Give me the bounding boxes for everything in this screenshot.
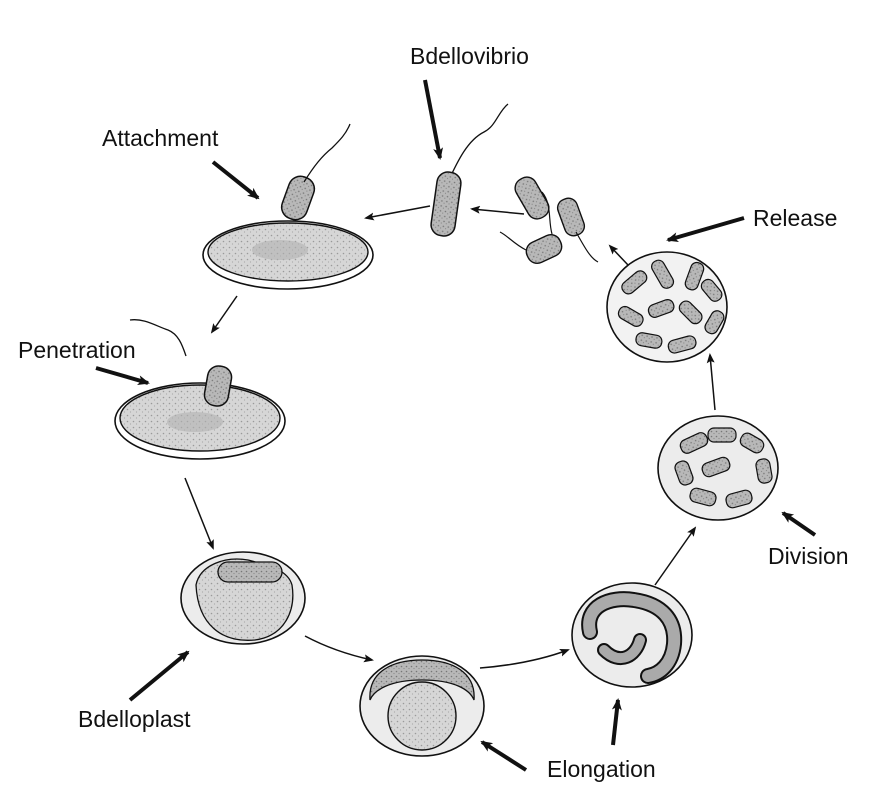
arrow-elongation (613, 700, 618, 745)
stage-elongation-early (360, 656, 484, 756)
released-bacteria (500, 173, 598, 266)
cycle-arrow-release-out (610, 246, 628, 265)
stage-division (658, 416, 778, 520)
cycle-arrow-to-division (655, 528, 695, 585)
label-bdellovibrio: Bdellovibrio (410, 43, 529, 69)
stage-attachment (203, 124, 373, 289)
label-release: Release (753, 205, 837, 231)
cycle-arrow-from-release (472, 209, 524, 214)
label-penetration: Penetration (18, 337, 136, 363)
cycle-arrow-to-release (710, 355, 715, 410)
label-elongation: Elongation (547, 756, 656, 782)
stage-release (607, 252, 727, 362)
free-bdellovibrio (430, 104, 508, 237)
arrow-division (783, 513, 815, 535)
arrow-elongation-2 (482, 742, 526, 770)
arrow-bdellovibrio (425, 80, 440, 158)
arrow-release (668, 218, 744, 240)
arrow-bdelloplast (130, 652, 188, 700)
cycle-arrow-to-bdelloplast (185, 478, 213, 548)
stage-elongation-late (572, 583, 692, 687)
cycle-arrow-to-elongation-late (480, 650, 568, 668)
label-bdelloplast: Bdelloplast (78, 706, 191, 732)
label-division: Division (768, 543, 849, 569)
label-attachment: Attachment (102, 125, 219, 151)
cycle-arrow-to-penetration (212, 296, 237, 332)
stage-bdelloplast (181, 552, 305, 644)
arrow-penetration (96, 368, 148, 383)
cycle-arrow-to-elongation-early (305, 636, 372, 660)
arrow-attachment (213, 162, 258, 198)
stage-penetration (115, 320, 285, 459)
cycle-arrow-to-attachment (366, 206, 430, 218)
